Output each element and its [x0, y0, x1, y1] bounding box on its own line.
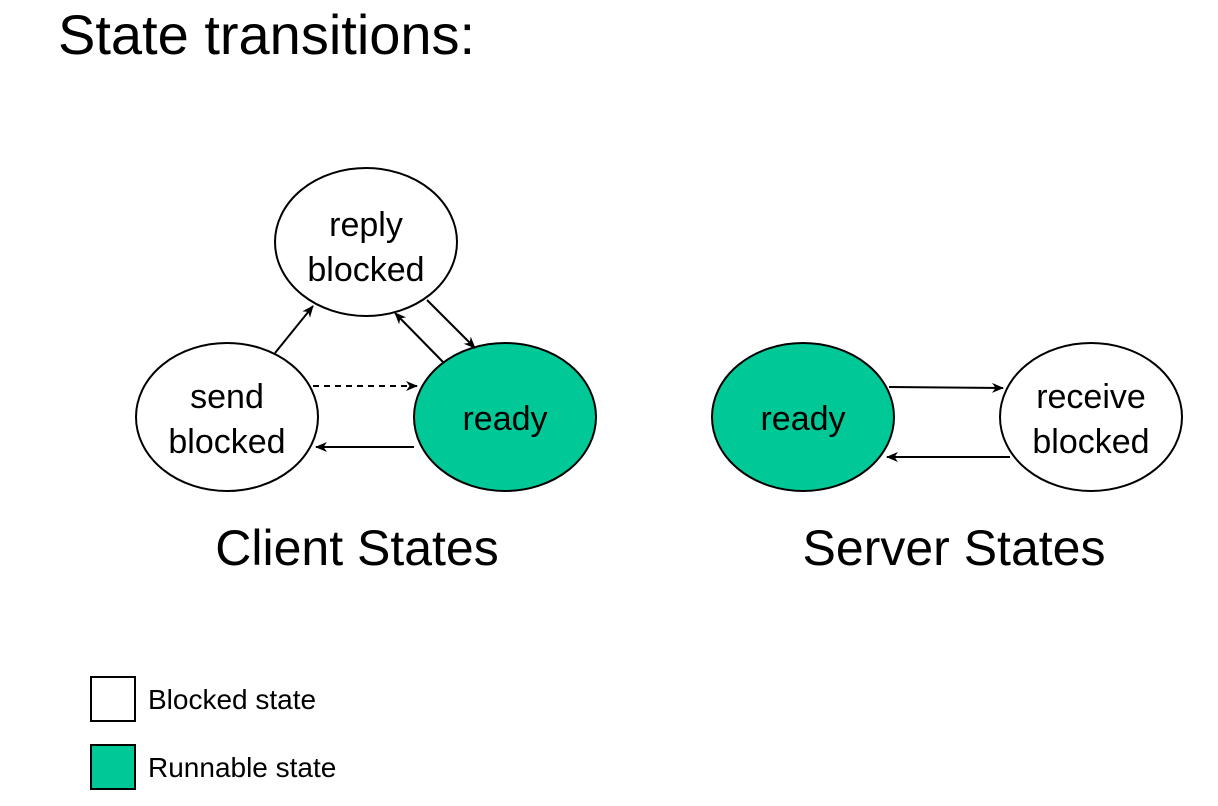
legend-label-runnable: Runnable state — [148, 752, 337, 783]
arrow-reply-blocked-to-ready — [426, 299, 476, 349]
client-reply-blocked-node — [274, 167, 458, 317]
client-send-blocked-label-line2: blocked — [168, 423, 285, 461]
arrow-send-blocked-to-reply-blocked — [274, 305, 314, 354]
arrow-ready-to-reply-blocked — [394, 312, 444, 363]
client-ready-label: ready — [462, 400, 547, 438]
legend-swatch-runnable — [90, 744, 136, 790]
client-states-caption: Client States — [215, 520, 498, 576]
server-receive-blocked-node — [999, 342, 1183, 492]
server-receive-blocked-label-line1: receive — [1036, 378, 1146, 416]
slide-title: State transitions: — [58, 3, 476, 66]
legend-label-blocked: Blocked state — [148, 684, 317, 715]
client-send-blocked-label-line1: send — [190, 378, 264, 416]
client-send-blocked-node — [135, 342, 319, 492]
server-receive-blocked-label-line2: blocked — [1032, 423, 1149, 461]
client-ready-node — [413, 342, 597, 492]
client-reply-blocked-label-line2: blocked — [307, 251, 424, 289]
arrow-server-ready-to-receive-blocked — [888, 382, 1004, 393]
server-ready-label: ready — [760, 400, 845, 438]
server-states-caption: Server States — [803, 520, 1106, 576]
legend-swatch-blocked — [90, 676, 136, 722]
server-ready-node — [711, 342, 895, 492]
client-reply-blocked-label-line1: reply — [329, 206, 403, 244]
